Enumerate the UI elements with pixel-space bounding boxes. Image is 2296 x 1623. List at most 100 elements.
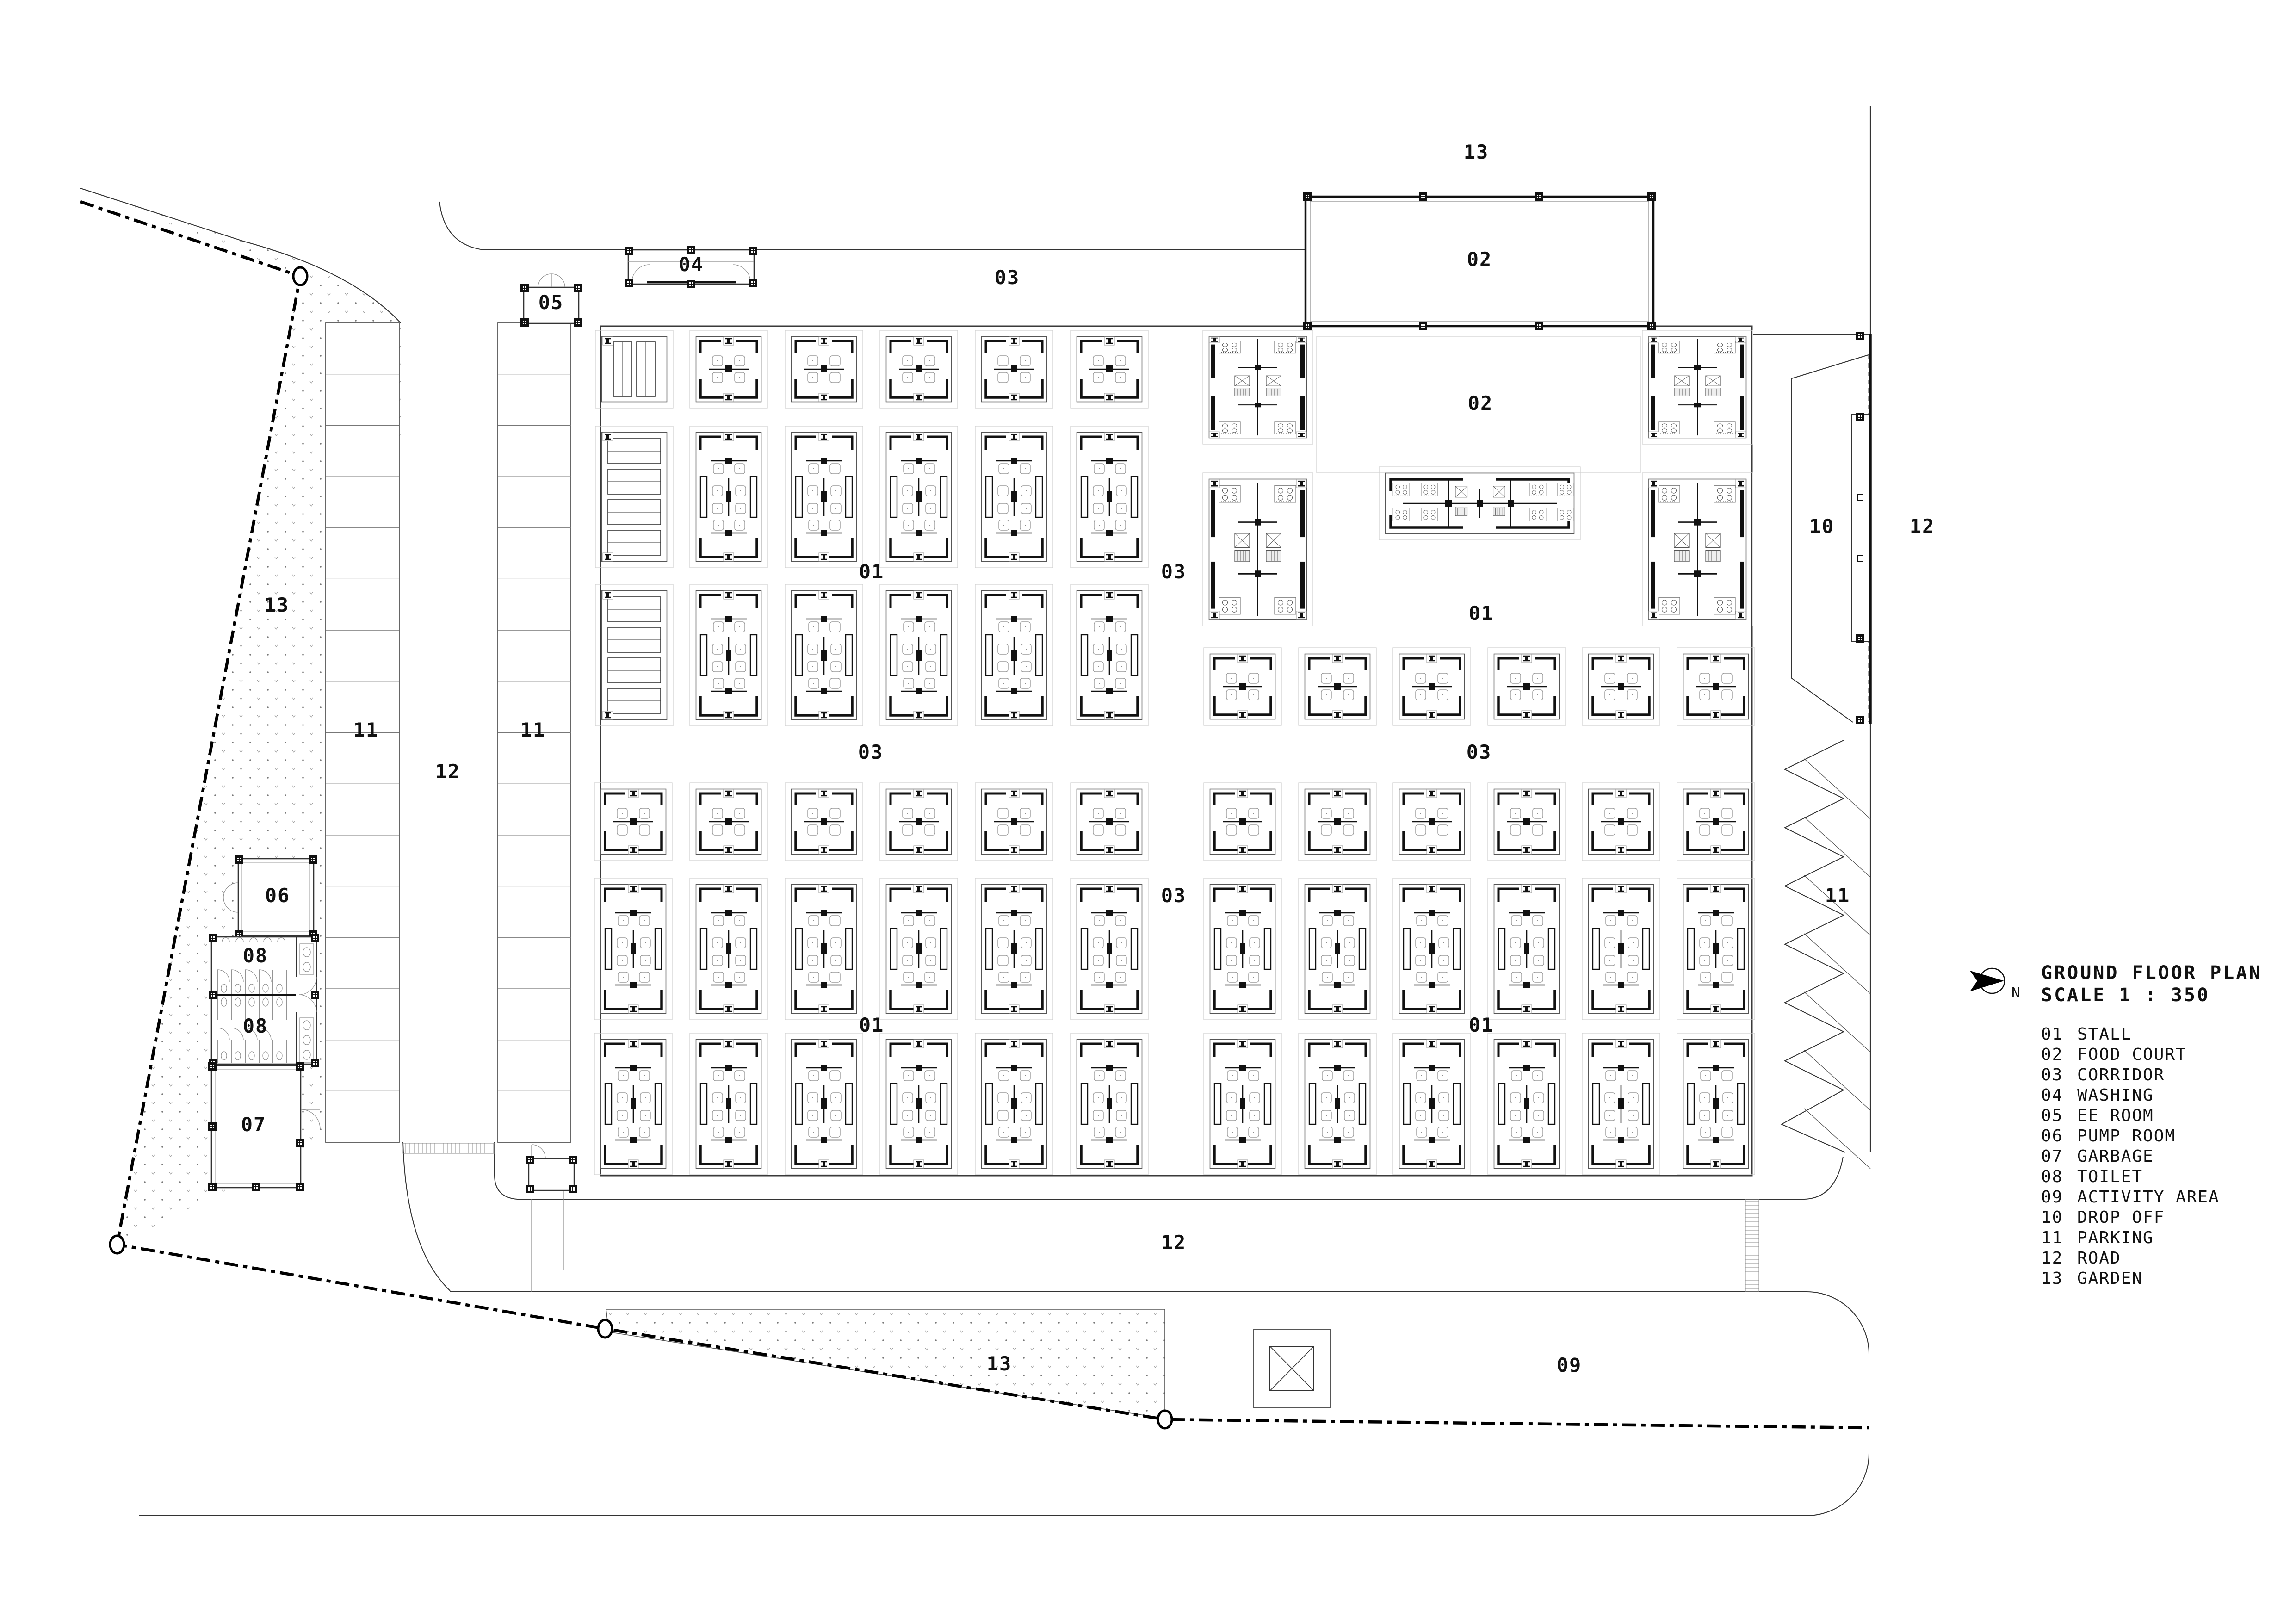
planter (1253, 1329, 1331, 1408)
drop-off-bay (1791, 332, 1869, 724)
stall-module-single (1305, 789, 1370, 855)
stall-cell (1582, 1033, 1660, 1175)
market-hall-outline (600, 325, 1753, 1177)
north-arrow-icon (1970, 971, 2004, 991)
stall-cell (689, 584, 768, 726)
stall-cell (1298, 647, 1377, 726)
stall-module-single (1399, 654, 1465, 719)
stall-cell (1379, 466, 1581, 540)
stall-cell (1298, 1033, 1377, 1175)
stall-module-tall (792, 885, 857, 1014)
stall-module-tall (1210, 885, 1275, 1014)
stall-cell (1392, 782, 1471, 861)
stall-cell (1070, 1033, 1149, 1175)
stall-module-single (1494, 654, 1560, 719)
door-arc (298, 977, 317, 1013)
stall-module-tall (1589, 1040, 1654, 1169)
stall-cell (1642, 472, 1753, 626)
stall-module-single (1210, 789, 1275, 855)
stall-cell (785, 782, 863, 861)
plan-label: 01 (1469, 602, 1494, 625)
plan-label: 08 (243, 1015, 268, 1037)
stall-module-tall (1399, 885, 1465, 1014)
stall-module-tall (1399, 1040, 1465, 1169)
stall-module-single (1494, 789, 1560, 855)
plan-label: 12 (435, 760, 461, 783)
road-top-edge (517, 1156, 1844, 1200)
stall-module-single (1589, 789, 1654, 855)
stall-module-tall (601, 885, 666, 1014)
ee-room (520, 273, 582, 327)
stall-module-tall (1683, 885, 1749, 1014)
garden-bottom-area (606, 1309, 1165, 1419)
stall-cell (594, 1033, 673, 1175)
stall-module-single (982, 337, 1047, 402)
stall-cell (689, 782, 768, 861)
stall-cell (1070, 782, 1149, 861)
stall-cell (975, 584, 1053, 726)
stall-module-tall (1305, 885, 1370, 1014)
stall-cell (785, 330, 863, 409)
stall-cell (1203, 782, 1282, 861)
stall-module-tall (1077, 885, 1142, 1014)
stall-cell (595, 426, 674, 568)
stall-module-tall (696, 591, 761, 720)
stall-module-single (886, 337, 952, 402)
angled-parking-divider (1804, 991, 1871, 1053)
stall-module-tall (982, 591, 1047, 720)
plan-label: 09 (1557, 1354, 1582, 1376)
stall-cell (1392, 647, 1471, 726)
stall-cell (1203, 647, 1282, 726)
stall-cell (1642, 330, 1753, 445)
stall-module-tall (601, 1040, 666, 1169)
plan-label: 01 (859, 560, 885, 583)
stall-module-tall (792, 1040, 857, 1169)
plan-label: 08 (243, 944, 268, 967)
stall-module-tall (1683, 1040, 1749, 1169)
stall-cell (879, 426, 958, 568)
legend-scale: SCALE 1 : 350 (2041, 985, 2210, 1006)
stall-cell (595, 584, 674, 726)
angled-parking-divider (1804, 875, 1871, 936)
stall-module-tall (982, 433, 1047, 562)
stall-module-tall (1494, 1040, 1560, 1169)
stall-module-single (696, 789, 761, 855)
site-linework (80, 106, 1872, 1516)
stall-module-tall (1210, 1040, 1275, 1169)
stall-cell (689, 330, 768, 409)
stall-cell (879, 584, 958, 726)
food-court-kitchen-stall (1649, 479, 1746, 620)
food-court-kitchen-stall (1209, 479, 1307, 620)
stall-module-tall (696, 433, 761, 562)
stall-module-tall (792, 591, 857, 720)
plan-label: 11 (1825, 884, 1850, 907)
plan-label: 13 (1464, 141, 1489, 163)
plan-label: 02 (1467, 248, 1492, 271)
food-court-kitchen-stall (1649, 336, 1746, 438)
door-arc (531, 1144, 546, 1159)
door-arc (300, 1109, 321, 1129)
stall-cell (879, 1033, 958, 1175)
plan-label: 03 (995, 266, 1020, 289)
food-court-building (1303, 192, 1656, 330)
stall-cell (1487, 878, 1566, 1020)
site-outer-edge (80, 188, 401, 323)
stall-module-tall (982, 885, 1047, 1014)
plan-label: 01 (859, 1014, 885, 1036)
toilet-block (209, 934, 319, 1067)
stall-cell (595, 330, 674, 409)
stall-module-tall (886, 433, 952, 562)
food-court-center-module (1386, 473, 1574, 534)
stall-module-tall (886, 1040, 952, 1169)
angled-parking-divider (1804, 933, 1871, 994)
stall-cell (1582, 782, 1660, 861)
stall-cell (975, 782, 1053, 861)
